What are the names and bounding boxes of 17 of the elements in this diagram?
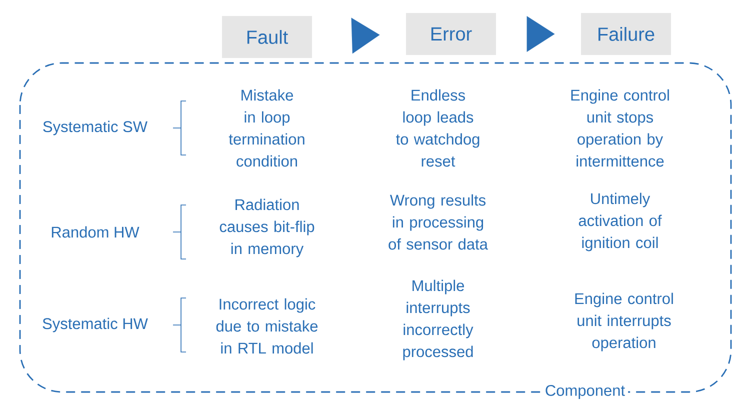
stage-box: Fault [222,16,312,58]
row-label: Systematic SW [43,120,148,136]
description-text: Endless loop leads to watchdog reset [396,89,480,167]
description-text: Engine control unit interrupts operation [575,292,673,352]
stage-box: Error [406,13,496,55]
description-text: Mistake in loop termination condition [228,89,304,167]
description-text: Multiple interrupts incorrectly processed [403,280,474,360]
description-text: Incorrect logic due to mistake in RTL model [216,298,318,354]
arrow [526,16,555,52]
description-text: Engine control unit stops operation by intermittence [571,89,669,167]
arrow [351,18,380,54]
description-text: Radiation causes bit-flip in memory [220,198,314,258]
row-label: Random HW [52,226,140,238]
description-text: Wrong results in processing of sensor data [388,194,488,250]
row-label: Systematic HW [42,318,148,332]
stage-box: Failure [581,13,671,55]
description-text: Untimely activation of ignition coil [578,192,662,252]
